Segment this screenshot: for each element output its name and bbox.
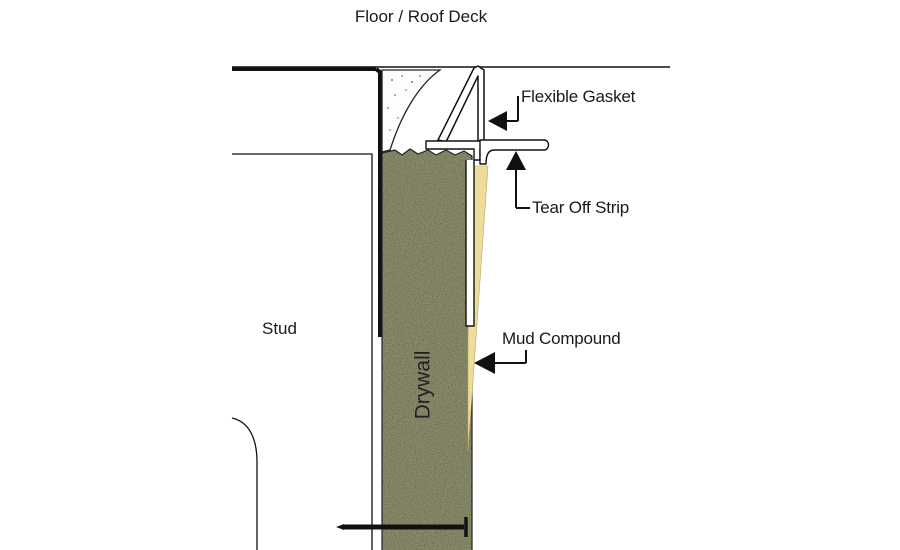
stud-outline bbox=[232, 153, 373, 550]
mud-compound-label: Mud Compound bbox=[502, 329, 621, 348]
fireproofing-fillet bbox=[381, 69, 443, 153]
drywall-outline bbox=[381, 148, 473, 550]
tear-off-strip-arrow bbox=[506, 151, 530, 209]
stud-web-curve bbox=[231, 417, 258, 550]
flexible-gasket-arrow bbox=[488, 96, 519, 131]
drywall-screw bbox=[336, 517, 468, 537]
stud-label: Stud bbox=[262, 319, 297, 338]
tear-off-strip-label: Tear Off Strip bbox=[532, 198, 630, 217]
drywall-texture bbox=[382, 149, 472, 550]
diagram-title: Floor / Roof Deck bbox=[354, 7, 488, 26]
flexible-gasket-label: Flexible Gasket bbox=[521, 87, 636, 106]
mud-compound-arrow bbox=[474, 350, 527, 374]
drywall-label: Drywall bbox=[411, 350, 435, 420]
tear-off-strip bbox=[479, 139, 550, 165]
bead-face-flange bbox=[465, 160, 475, 327]
fireproofing-speckles bbox=[387, 75, 421, 131]
flexible-gasket bbox=[437, 65, 485, 143]
top-track-leg bbox=[374, 67, 382, 337]
